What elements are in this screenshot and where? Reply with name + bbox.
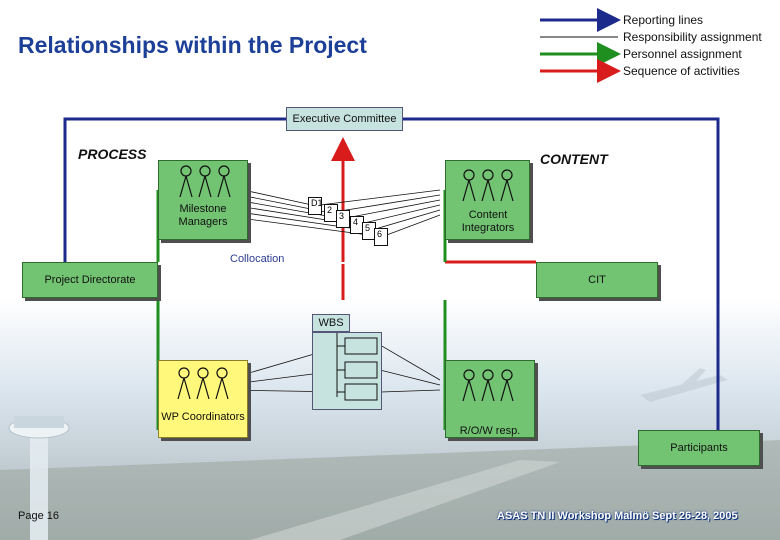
wp-coordinators-box: WP Coordinators: [158, 360, 248, 438]
footer-event: ASAS TN II Workshop Malmö Sept 26-28, 20…: [497, 510, 738, 522]
legend-label-personnel: Personnel assignment: [623, 47, 742, 61]
milestone-managers-box: Milestone Managers: [158, 160, 248, 240]
content-integrators-box: Content Integrators: [445, 160, 530, 240]
legend-label-responsibility: Responsibility assignment: [623, 30, 762, 44]
project-directorate-box: Project Directorate: [22, 262, 158, 298]
wbs-tree: [312, 332, 382, 410]
slide-title: Relationships within the Project: [18, 32, 367, 58]
page-number: Page 16: [18, 510, 59, 522]
people-icon: [177, 367, 229, 400]
control-tower-image: [8, 416, 70, 540]
people-icon: [462, 369, 514, 402]
content-label: CONTENT: [540, 151, 608, 167]
row-resp-label: R/O/W resp.: [459, 425, 521, 437]
legend-label-sequence: Sequence of activities: [623, 64, 740, 78]
wp-coordinators-label: WP Coordinators: [161, 411, 245, 423]
process-label: PROCESS: [78, 146, 147, 162]
people-icon: [462, 169, 514, 202]
cit-box: CIT: [536, 262, 658, 298]
people-icon: [179, 165, 231, 198]
executive-committee-box: Executive Committee: [286, 107, 403, 131]
deliverable-card: 2: [324, 204, 338, 222]
wbs-structure-icon: [336, 333, 378, 401]
legend-label-reporting: Reporting lines: [623, 13, 704, 27]
collocation-label: Collocation: [230, 253, 285, 265]
deliverable-card: 6: [374, 228, 388, 246]
milestone-managers-label: Milestone Managers: [178, 203, 228, 228]
row-resp-box: R/O/W resp.: [445, 360, 535, 438]
deliverable-card: D1: [308, 197, 323, 215]
participants-box: Participants: [638, 430, 760, 466]
deliverable-card: 3: [336, 210, 350, 228]
wbs-label: WBS: [312, 314, 350, 332]
content-integrators-label: Content Integrators: [461, 209, 515, 234]
